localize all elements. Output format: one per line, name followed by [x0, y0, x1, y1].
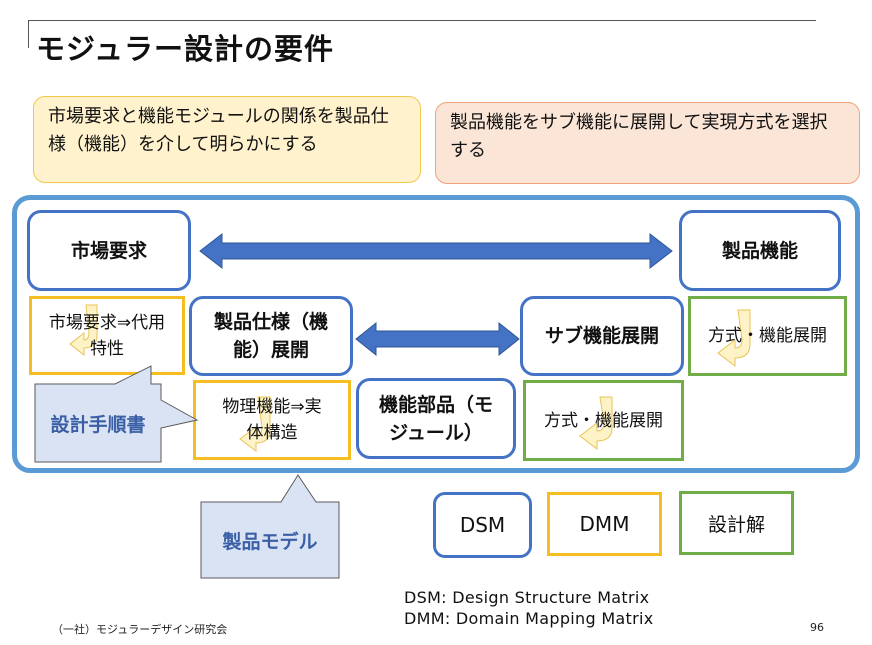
note-left: 市場要求と機能モジュールの関係を製品仕様（機能）を介して明らかにする — [33, 96, 421, 183]
legend-dsm-definition: DSM: Design Structure Matrix — [404, 588, 650, 607]
double-arrow-middle — [355, 321, 520, 357]
legend-dsm: DSM — [433, 492, 532, 558]
legend-dmm-definition: DMM: Domain Mapping Matrix — [404, 609, 654, 628]
footer-organization: （一社）モジュラーデザイン研究会 — [52, 623, 228, 636]
note-right: 製品機能をサブ機能に展開して実現方式を選択する — [435, 102, 860, 184]
node-label: 市場要求⇒代用特性 — [48, 312, 166, 359]
page-number: 96 — [810, 621, 824, 634]
node-market-to-substitute: 市場要求⇒代用特性 — [29, 296, 185, 375]
node-label: 物理機能⇒実体構造 — [222, 397, 322, 443]
node-label: 方式・機能展開 — [544, 410, 663, 431]
curved-arrow-icon — [239, 396, 271, 452]
legend-label: DSM — [459, 513, 506, 537]
curved-arrow-icon — [717, 309, 751, 368]
curved-arrow-icon — [69, 304, 98, 357]
node-sub-function: サブ機能展開 — [520, 296, 684, 376]
node-functional-part: 機能部品（モジュール） — [356, 378, 516, 459]
node-method-function-bottom: 方式・機能展開 — [523, 380, 684, 461]
callout-product-model-shape — [200, 474, 340, 579]
main-frame — [12, 195, 860, 473]
callout-design-procedure-shape — [34, 365, 199, 463]
title-rule — [28, 20, 816, 21]
legend-label: 設計解 — [707, 513, 765, 536]
double-arrow-top — [199, 232, 673, 270]
callout-product-model: 製品モデル — [222, 530, 318, 553]
node-market-requirement: 市場要求 — [27, 210, 191, 291]
node-label: 製品仕様（機能）展開 — [214, 311, 329, 361]
legend-label: DMM — [579, 512, 630, 536]
node-label: 製品機能 — [721, 239, 798, 262]
callout-design-procedure: 設計手順書 — [50, 413, 146, 436]
title-rule-left — [28, 20, 29, 48]
node-product-spec: 製品仕様（機能）展開 — [189, 296, 353, 376]
legend-dmm: DMM — [547, 492, 662, 556]
node-product-function: 製品機能 — [679, 210, 841, 291]
legend-solution: 設計解 — [679, 491, 794, 555]
node-label: 機能部品（モジュール） — [378, 393, 493, 444]
node-label: 方式・機能展開 — [708, 326, 827, 346]
curved-arrow-icon — [579, 396, 613, 451]
node-label: 市場要求 — [70, 239, 147, 262]
node-method-function-top: 方式・機能展開 — [688, 296, 847, 376]
node-label: サブ機能展開 — [544, 325, 659, 347]
page-title: モジュラー設計の要件 — [36, 32, 334, 66]
